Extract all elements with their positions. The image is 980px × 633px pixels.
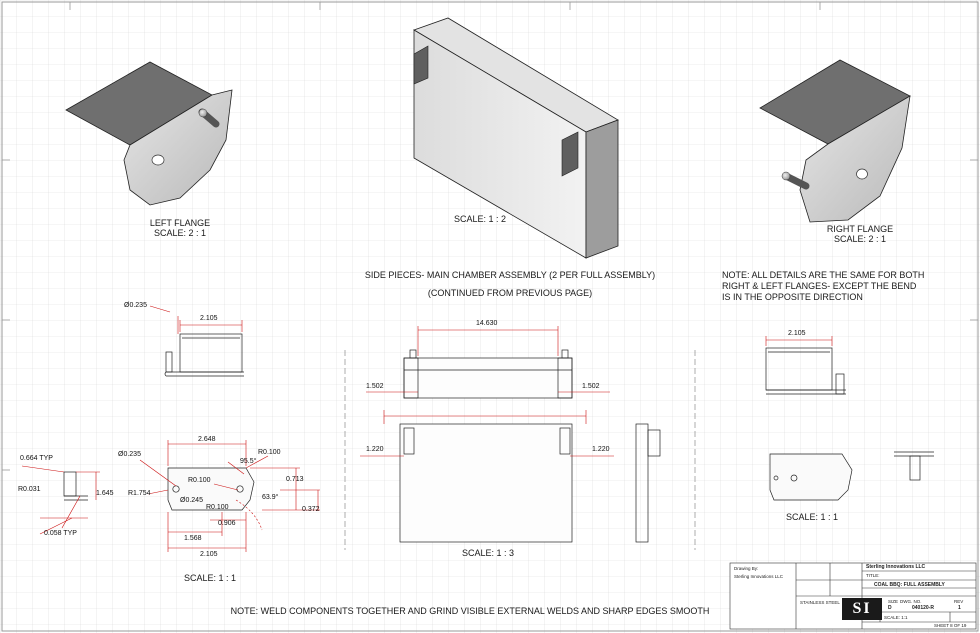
dim-2648: 2.648 — [198, 436, 216, 443]
tb-rev: 1 — [958, 605, 961, 611]
dim-0906: 0.906 — [218, 520, 236, 527]
dim-1502-left: 1.502 — [366, 383, 384, 390]
dim-r0100-c: R0.100 — [206, 504, 229, 511]
left-detail-dims — [21, 440, 320, 552]
dim-r0031: R0.031 — [18, 486, 41, 493]
border-tick-marks — [2, 2, 978, 471]
tb-material: STAINLESS STEEL — [800, 600, 840, 605]
dim-0664: 0.664 TYP — [20, 455, 53, 462]
left-flange-3d — [65, 61, 233, 206]
dim-1220-left: 1.220 — [366, 446, 384, 453]
left-flange-scale: SCALE: 2 : 1 — [153, 228, 207, 238]
tb-sheet: SHEET 8 OF 19 — [934, 623, 967, 628]
flange-note-line2: RIGHT & LEFT FLANGES- EXCEPT THE BEND — [722, 281, 917, 291]
dim-1568: 1.568 — [184, 535, 202, 542]
left-detail-scale: SCALE: 1 : 1 — [183, 573, 237, 583]
left-flange-top-view — [164, 333, 244, 377]
dim-2105-bot: 2.105 — [200, 551, 218, 558]
dim-0372: 0.372 — [302, 506, 320, 513]
flange-note-line1: NOTE: ALL DETAILS ARE THE SAME FOR BOTH — [722, 270, 925, 280]
tb-drawn-by-label: Drawing By: — [734, 566, 759, 571]
tb-title-label: TITLE: — [866, 573, 880, 578]
right-flange-detail — [769, 451, 934, 501]
tb-dwg-no: 040120-R — [912, 605, 934, 611]
dim-1645: 1.645 — [96, 490, 114, 497]
dim-r0100-a: R0.100 — [258, 449, 281, 456]
dim-2105-top: 2.105 — [200, 315, 218, 322]
tb-title: COAL BBQ: FULL ASSEMBLY — [874, 582, 945, 588]
main-chamber-scale: SCALE: 1 : 2 — [453, 214, 507, 224]
right-flange-top-view — [765, 347, 846, 395]
tb-scale: SCALE: 1:1 — [884, 615, 908, 620]
right-flange-3d — [759, 59, 911, 223]
chamber-front-view — [399, 423, 661, 543]
right-flange-top-dims — [765, 336, 833, 346]
dim-14630: 14.630 — [476, 320, 498, 327]
dim-1502-right: 1.502 — [582, 383, 600, 390]
logo-text: SI — [852, 600, 872, 617]
dim-955: 95.5° — [240, 458, 257, 465]
dim-0245: Ø0.245 — [180, 497, 203, 504]
dim-r1754: R1.754 — [128, 490, 151, 497]
section-subheading: (CONTINUED FROM PREVIOUS PAGE) — [427, 288, 593, 298]
right-flange-title: RIGHT FLANGE — [826, 224, 894, 234]
tb-size-label: SIZE — [888, 599, 899, 604]
tb-company: Sterling Innovations LLC — [866, 564, 926, 570]
chamber-front-dims — [360, 410, 614, 457]
dim-2105-right: 2.105 — [788, 330, 806, 337]
left-flange-title: LEFT FLANGE — [149, 218, 211, 228]
tb-size: D — [888, 605, 892, 611]
right-flange-scale: SCALE: 2 : 1 — [833, 234, 887, 244]
chamber-side-dims — [366, 326, 610, 393]
dim-0713: 0.713 — [286, 476, 304, 483]
tb-rev-label: REV — [954, 599, 964, 604]
bottom-weld-note: NOTE: WELD COMPONENTS TOGETHER AND GRIND… — [230, 606, 710, 616]
flange-note-line3: IS IN THE OPPOSITE DIRECTION — [722, 292, 863, 302]
dim-0058: 0.058 TYP — [44, 530, 77, 537]
dim-1220-right: 1.220 — [592, 446, 610, 453]
left-flange-top-dims — [149, 305, 243, 334]
tb-dwg-label: DWG. NO. — [900, 599, 922, 604]
logo-block — [842, 598, 882, 620]
dim-0235-top: Ø0.235 — [124, 302, 147, 309]
main-chamber-3d — [413, 17, 619, 259]
dim-639: 63.9° — [262, 494, 279, 501]
dim-r0100-b: R0.100 — [188, 477, 211, 484]
right-detail-scale: SCALE: 1 : 1 — [785, 512, 839, 522]
section-heading: SIDE PIECES- MAIN CHAMBER ASSEMBLY (2 PE… — [364, 270, 656, 280]
center-scale: SCALE: 1 : 3 — [461, 548, 515, 558]
tb-drawn-by-company: Sterling Innovations LLC — [734, 574, 784, 579]
chamber-side-view — [403, 349, 573, 399]
dim-0235-mid: Ø0.235 — [118, 451, 141, 458]
